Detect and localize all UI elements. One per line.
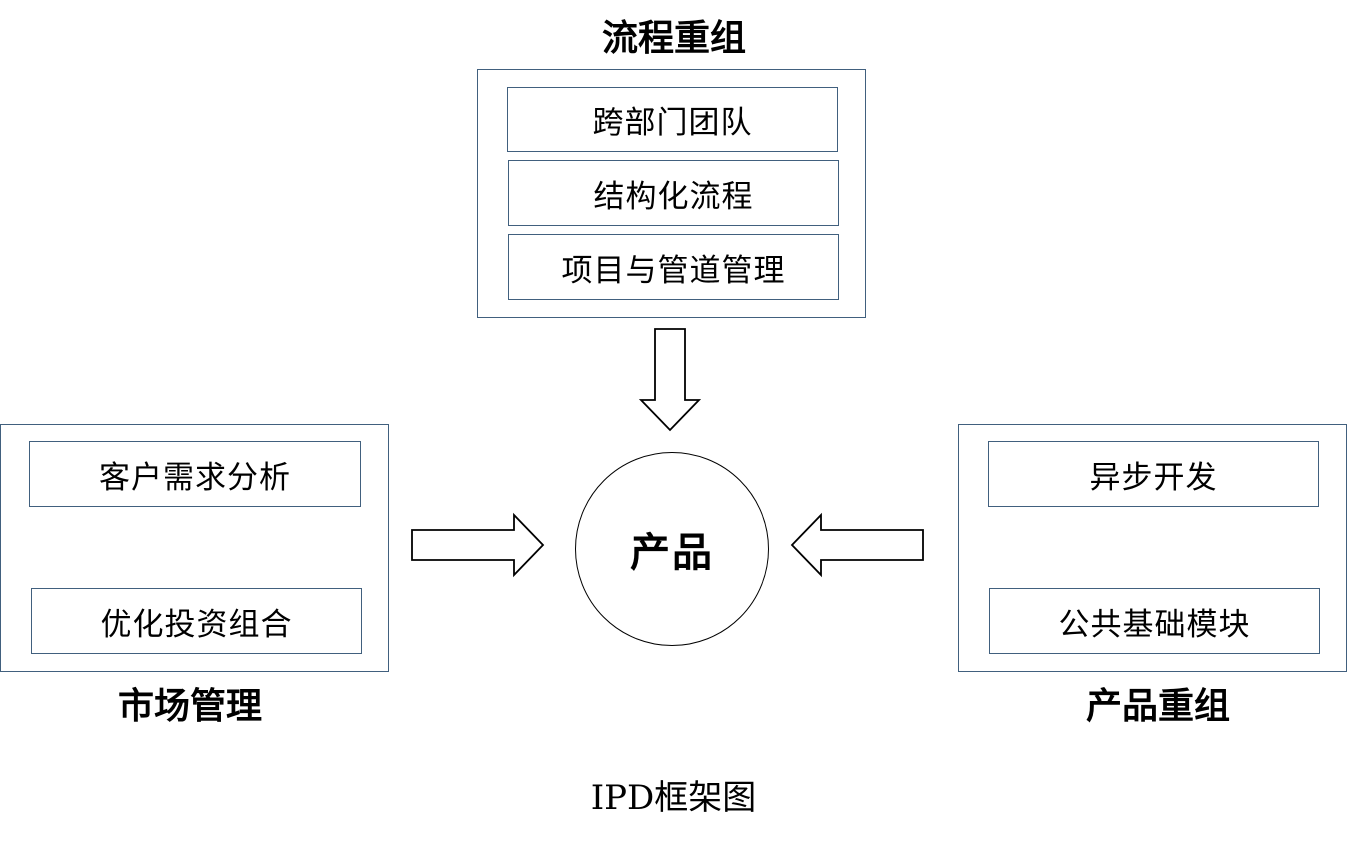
product-circle: 产品 [575,452,769,646]
down-arrow-icon [638,328,702,432]
diagram-caption: IPD框架图 [590,778,757,818]
right-group-title: 产品重组 [1085,685,1230,727]
top-group-item: 跨部门团队 [507,87,838,152]
top-group-item: 项目与管道管理 [508,234,839,300]
left-arrow-icon [790,512,924,578]
top-group-item: 结构化流程 [508,160,839,226]
right-arrow-icon [411,512,545,578]
left-group-item: 优化投资组合 [31,588,362,654]
right-group-item: 公共基础模块 [989,588,1320,654]
product-label: 产品 [630,529,714,576]
right-group-item: 异步开发 [988,441,1319,507]
left-group-item: 客户需求分析 [29,441,361,507]
left-group-title: 市场管理 [117,685,262,727]
top-group-title: 流程重组 [601,17,746,59]
